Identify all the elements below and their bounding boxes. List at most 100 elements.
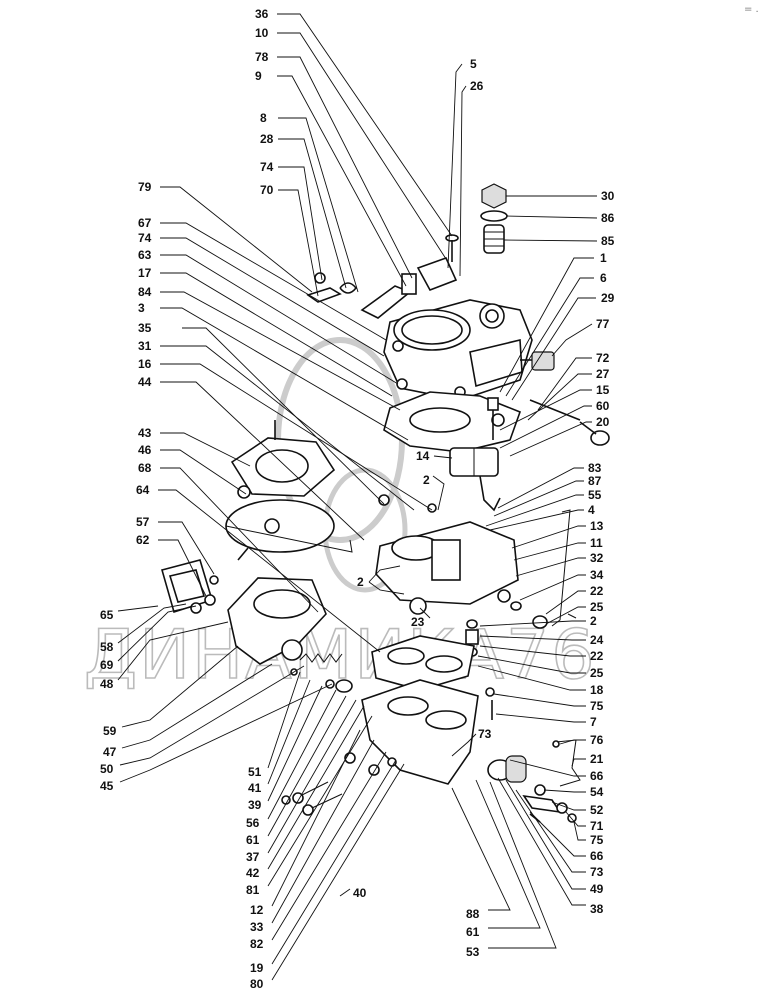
float <box>449 447 501 512</box>
carburetor-top-cover <box>383 299 533 401</box>
part-label-70: 70 <box>260 183 274 197</box>
part-label-36-top: 36 <box>255 7 269 21</box>
part-label-67: 67 <box>138 216 152 230</box>
part-label-60: 60 <box>596 399 610 413</box>
part-label-75-b: 75 <box>590 833 604 847</box>
part-label-54: 54 <box>590 785 604 799</box>
part-label-17: 17 <box>138 266 152 280</box>
part-label-19: 19 <box>250 961 264 975</box>
part-label-43: 43 <box>138 426 152 440</box>
part-label-5: 5 <box>470 57 477 71</box>
part-label-25-a: 25 <box>590 600 604 614</box>
part-label-31: 31 <box>138 339 152 353</box>
part-label-26: 26 <box>470 79 484 93</box>
diaphragm <box>225 499 353 561</box>
fuel-inlet-fitting <box>480 183 508 254</box>
part-label-45: 45 <box>100 779 114 793</box>
part-label-44: 44 <box>138 375 152 389</box>
parts <box>161 183 610 823</box>
part-label-34: 34 <box>590 568 604 582</box>
throttle-lever-right <box>522 739 581 823</box>
part-label-38: 38 <box>590 902 604 916</box>
part-label-74-b: 74 <box>138 231 152 245</box>
part-label-28: 28 <box>260 132 274 146</box>
part-label-84: 84 <box>138 285 152 299</box>
part-label-82: 82 <box>250 937 264 951</box>
part-label-23: 23 <box>411 615 425 629</box>
part-label-66-b: 66 <box>590 849 604 863</box>
part-label-24: 24 <box>590 633 604 647</box>
choke-lever-assembly <box>306 256 458 319</box>
part-label-40: 40 <box>353 886 367 900</box>
part-label-64: 64 <box>136 483 150 497</box>
part-label-50: 50 <box>100 762 114 776</box>
part-label-85: 85 <box>601 234 615 248</box>
part-label-62: 62 <box>136 533 150 547</box>
part-label-81: 81 <box>246 883 260 897</box>
part-label-73-a: 73 <box>478 727 492 741</box>
part-label-15: 15 <box>596 383 610 397</box>
part-label-6: 6 <box>600 271 607 285</box>
part-label-1: 1 <box>600 251 607 265</box>
part-label-2-c: 2 <box>590 614 597 628</box>
part-label-9: 9 <box>255 69 262 83</box>
part-label-27: 27 <box>596 367 610 381</box>
part-label-10: 10 <box>255 26 269 40</box>
diaphragm-cover <box>230 420 336 499</box>
part-label-83: 83 <box>588 461 602 475</box>
part-label-77: 77 <box>596 317 610 331</box>
part-label-88: 88 <box>466 907 480 921</box>
part-label-16: 16 <box>138 357 152 371</box>
part-label-57: 57 <box>136 515 150 529</box>
part-label-71: 71 <box>590 819 604 833</box>
part-label-2-a: 2 <box>423 473 430 487</box>
part-label-41: 41 <box>248 781 262 795</box>
pump-housing <box>227 577 327 676</box>
part-label-79: 79 <box>138 180 152 194</box>
part-label-59: 59 <box>103 724 117 738</box>
part-label-73-b: 73 <box>590 865 604 879</box>
part-label-74-a: 74 <box>260 160 274 174</box>
part-label-63: 63 <box>138 248 152 262</box>
part-label-86: 86 <box>601 211 615 225</box>
part-label-11: 11 <box>590 536 603 550</box>
part-label-76: 76 <box>590 733 604 747</box>
part-label-8: 8 <box>260 111 267 125</box>
float-chamber-body <box>375 494 519 615</box>
leader-lines <box>117 13 598 981</box>
part-label-58: 58 <box>100 640 114 654</box>
part-label-32: 32 <box>590 551 604 565</box>
part-label-39: 39 <box>248 798 262 812</box>
pump-spring <box>299 653 353 693</box>
part-label-30: 30 <box>601 189 615 203</box>
part-label-3: 3 <box>138 301 145 315</box>
part-label-18: 18 <box>590 683 604 697</box>
part-label-29: 29 <box>601 291 615 305</box>
part-number-labels: 3610789526828747079308685677463171684329… <box>100 7 615 991</box>
part-label-35: 35 <box>138 321 152 335</box>
part-label-53: 53 <box>466 945 480 959</box>
part-label-12: 12 <box>250 903 264 917</box>
part-label-52: 52 <box>590 803 604 817</box>
part-label-66-a: 66 <box>590 769 604 783</box>
part-label-47: 47 <box>103 745 117 759</box>
part-label-42: 42 <box>246 866 260 880</box>
part-label-4: 4 <box>588 503 595 517</box>
intermediate-gasket <box>371 635 475 691</box>
part-label-65: 65 <box>100 608 114 622</box>
part-label-22-a: 22 <box>590 584 604 598</box>
part-label-87: 87 <box>588 474 602 488</box>
part-label-68: 68 <box>138 461 152 475</box>
part-label-51: 51 <box>248 765 262 779</box>
part-label-33: 33 <box>250 920 264 934</box>
part-label-56: 56 <box>246 816 260 830</box>
top-cover-gasket <box>383 391 522 453</box>
part-label-46: 46 <box>138 443 152 457</box>
part-label-80: 80 <box>250 977 264 991</box>
part-label-75-a: 75 <box>590 699 604 713</box>
part-label-13: 13 <box>590 519 604 533</box>
part-label-20: 20 <box>596 415 610 429</box>
part-label-22-b: 22 <box>590 649 604 663</box>
part-label-61-a: 61 <box>246 833 260 847</box>
